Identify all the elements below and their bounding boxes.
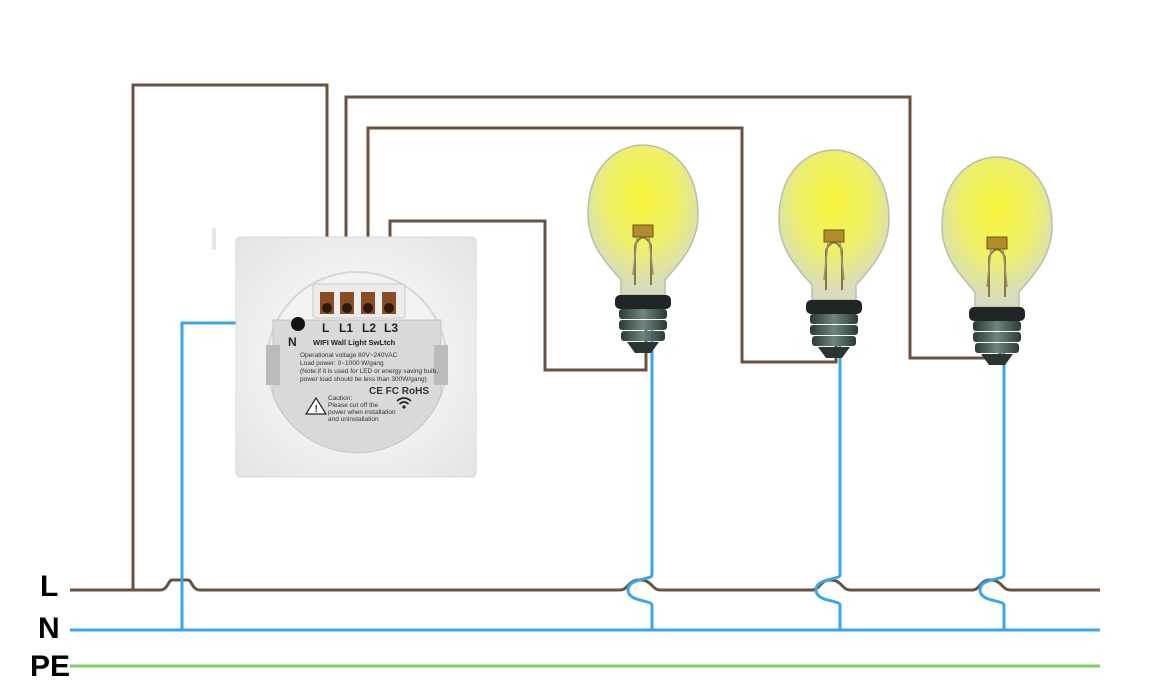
certification-marks: CE FC RoHS (369, 386, 429, 397)
l2-output-wire (366, 126, 838, 364)
caution-line: Caution: (328, 395, 352, 402)
neutral-bus-label: N (38, 612, 60, 645)
bulb-1-neutral-wire (626, 330, 654, 630)
wifi-icon (396, 397, 412, 409)
switch-spec-line: Operational voltage 80V~240VAC (300, 352, 398, 359)
earth-bus-label: PE (30, 650, 70, 683)
light-bulb-icon (778, 149, 890, 359)
terminal-label-l1: L1 (339, 321, 353, 335)
switch-spec-line: power load should be less than 300W/gang… (300, 376, 427, 383)
switch-spec-line: (Note:if it is used for LED or energy sa… (300, 368, 438, 375)
caution-line: power when installation (328, 409, 396, 416)
line-bus-wire (70, 578, 1100, 592)
wifi-wall-switch: N L L1 L2 L3 WIFI Wall Light SwLtch Oper… (212, 228, 477, 478)
bulb-3-neutral-wire (978, 345, 1006, 630)
terminal-label-l2: L2 (362, 321, 376, 335)
switch-title: WIFI Wall Light SwLtch (313, 338, 396, 347)
svg-text:!: ! (315, 404, 318, 415)
switch-spec-line: Load power: 0~1000 W/gang (300, 360, 384, 367)
caution-line: Please cut off the (328, 402, 378, 409)
warning-icon (304, 396, 328, 415)
terminal-label-l: L (322, 321, 329, 335)
terminal-label-l3: L3 (384, 321, 398, 335)
light-bulb-icon (587, 144, 699, 354)
neutral-terminal-label: N (288, 335, 297, 349)
caution-line: and uninstallation (328, 416, 379, 423)
line-bus-label: L (40, 570, 58, 603)
line-feed-wire (131, 83, 329, 590)
light-bulb-icon (941, 156, 1053, 366)
bulb-2-neutral-wire (814, 340, 842, 630)
neutral-terminal (291, 317, 305, 331)
l3-output-wire (388, 219, 648, 372)
